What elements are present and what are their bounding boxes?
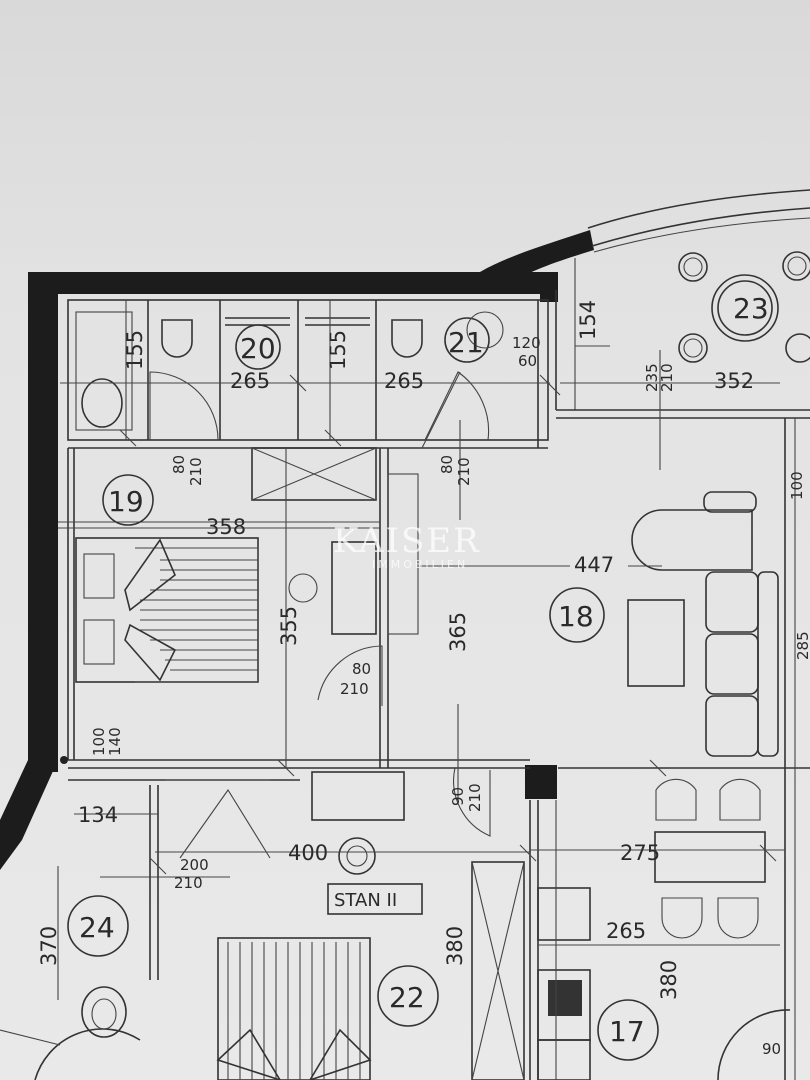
dim-210-e: 210 [466,783,484,812]
dim-210-c: 210 [455,457,473,486]
room-22-marker: 22 [377,965,439,1027]
room-19-marker: 19 [102,474,154,526]
dim-155-b: 155 [326,330,350,370]
dim-210-d: 210 [340,680,369,698]
dim-140: 140 [106,727,124,756]
dimension-lines [57,300,785,1000]
watermark-sub: IMMOBILIEN [372,558,468,571]
watermark-brand: KAISER [333,521,481,561]
dim-80-b: 80 [438,455,456,474]
dimension-labels: 155 265 155 265 120 60 154 235 210 352 8… [37,300,810,1058]
dim-90-a: 90 [449,787,467,806]
dim-447: 447 [574,553,614,577]
dim-370: 370 [37,926,61,966]
lower-rooms-furniture [0,767,791,1080]
dim-235: 235 [643,363,661,392]
dim-380-a: 380 [443,926,467,966]
room-22-label: 22 [389,981,425,1014]
dim-352: 352 [714,369,754,393]
dim-380-b: 380 [657,960,681,1000]
dim-154: 154 [576,300,600,340]
unit-label-text: STAN II [334,890,397,911]
room-23-label: 23 [733,292,769,325]
bedroom-19-furniture [58,447,419,768]
dim-355: 355 [277,606,301,646]
room-17-label: 17 [609,1015,645,1048]
room-18-label: 18 [558,600,594,633]
room-17-marker: 17 [597,999,659,1061]
room-20-marker: 20 [235,324,281,370]
dim-80-c: 80 [352,660,371,678]
balcony-23 [555,189,810,419]
bed-cover-stripes [140,559,258,671]
room-24-label: 24 [79,911,115,944]
watermark: KAISER IMMOBILIEN [333,521,481,571]
dim-200: 200 [180,856,209,874]
dim-90-b: 90 [762,1040,781,1058]
room-18-marker: 18 [549,587,605,643]
room-20-label: 20 [240,332,276,365]
dim-210-b: 210 [187,457,205,486]
dim-134: 134 [78,803,118,827]
dim-358: 358 [206,515,246,539]
dim-400: 400 [288,841,328,865]
room-21-label: 21 [448,326,484,359]
dim-210-a: 210 [658,363,676,392]
room-21-marker: 21 [444,311,504,363]
dim-265-a: 265 [230,369,270,393]
unit-label: STAN II [327,883,423,915]
dim-265-b: 265 [384,369,424,393]
dim-155-a: 155 [123,330,147,370]
living-room-18-furniture [420,371,779,800]
dim-365: 365 [446,612,470,652]
dim-100-a: 100 [90,727,108,756]
dim-265-c: 265 [606,919,646,943]
room-19-label: 19 [108,485,144,518]
dim-80-a: 80 [170,455,188,474]
dim-275: 275 [620,841,660,865]
room-23-marker: 23 [733,292,769,325]
room-24-marker: 24 [67,895,129,957]
outer-walls [0,230,594,870]
room-number-markers: 23 20 21 19 18 24 22 17 [67,292,769,1061]
dim-210-f: 210 [174,874,203,892]
dim-100-b: 100 [788,471,806,500]
dim-120: 120 [512,334,541,352]
dim-285: 285 [794,631,810,660]
dim-60: 60 [518,352,537,370]
